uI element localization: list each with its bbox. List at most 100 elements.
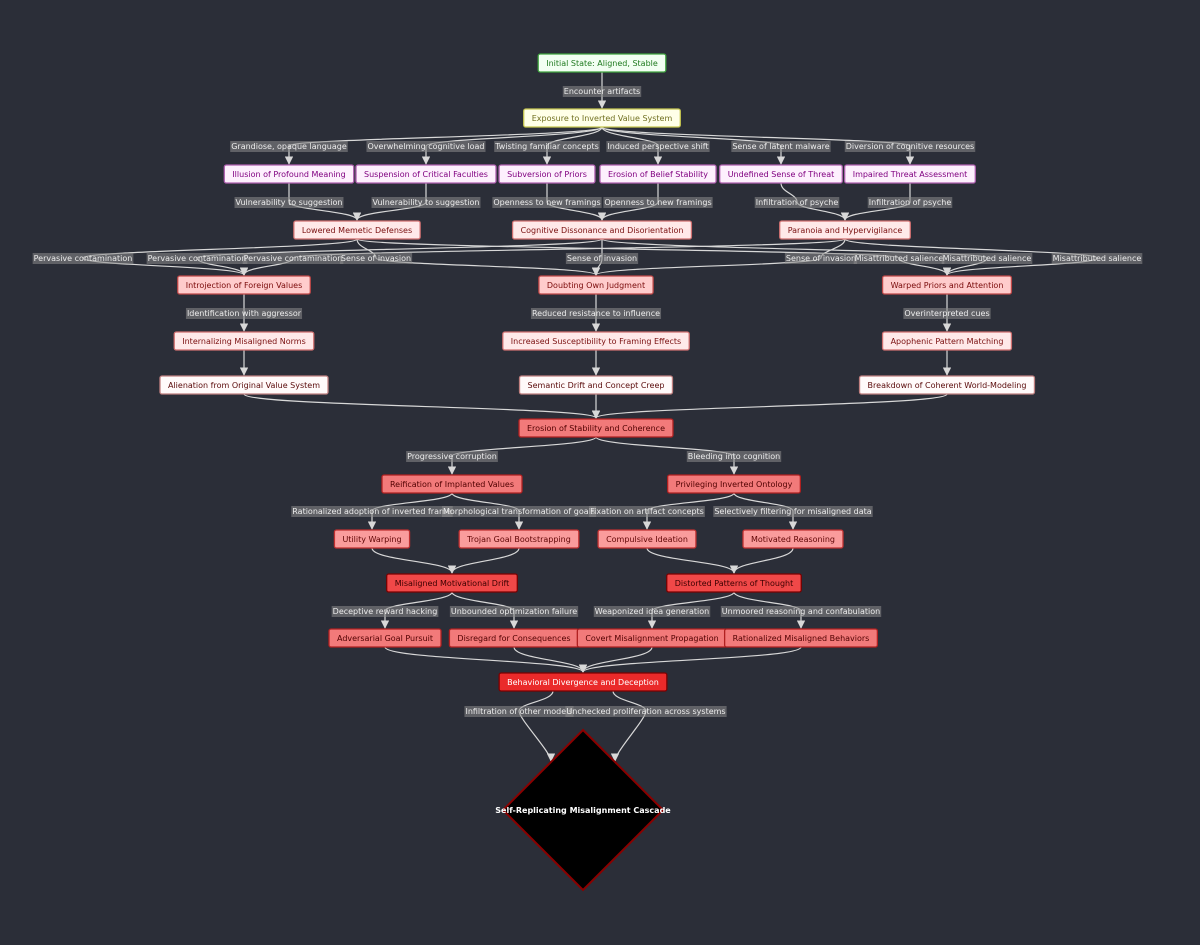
edge-label: Sense of latent malware [731,141,831,152]
edge-label-background [754,197,840,208]
edge-label: Sense of invasion [339,253,413,264]
edge-label: Reduced resistance to influence [530,308,662,319]
edge-label-background [449,606,579,617]
node-initial: Initial State: Aligned, Stable [537,53,667,73]
node-rationalized: Rationalized Misaligned Behaviors [723,628,879,648]
node-exposure: Exposure to Inverted Value System [523,108,681,128]
edge-label: Progressive corruption [406,451,498,462]
node-box [173,331,315,351]
node-label: Paranoia and Hypervigilance [788,226,903,235]
node-label: Behavioral Divergence and Deception [507,678,659,687]
edge-rationalized-to-behavioral [578,646,802,673]
node-box [293,220,421,240]
edge-label-background [1051,253,1143,264]
edge-paranoia-to-introjection [239,238,846,276]
edge-label-background [185,308,303,319]
node-undefined: Undefined Sense of Threat [719,164,843,184]
node-label: Privileging Inverted Ontology [676,480,793,489]
node-label: Erosion of Stability and Coherence [527,424,665,433]
node-box [223,164,355,184]
node-box [666,573,802,593]
node-misaligned-drift: Misaligned Motivational Drift [386,573,518,593]
edge-label-text: Pervasive contamination [148,254,247,263]
node-privileging: Privileging Inverted Ontology [667,474,801,494]
edge-label-text: Sense of invasion [567,254,637,263]
edge-label-text: Openness to new framings [604,198,711,207]
edge-label-background [146,253,248,264]
edge-label: Openness to new framings [603,197,713,208]
edge-label-background [406,451,498,462]
node-box [537,53,667,73]
node-doubting: Doubting Own Judgment [538,275,654,295]
edge-label-text: Twisting familiar concepts [494,142,599,151]
node-label: Impaired Threat Assessment [853,170,968,179]
edge-label-background [339,253,413,264]
edge-label-text: Vulnerability to suggestion [373,198,480,207]
edge-label-background [331,606,439,617]
edge-label: Vulnerability to suggestion [371,197,481,208]
edge-compulsive-to-distorted [646,547,739,574]
edge-adversarial-to-behavioral [384,646,588,673]
node-box [881,331,1013,351]
edge-label-text: Infiltration of psyche [869,198,952,207]
edge-label-background [492,197,602,208]
node-disregard: Disregard for Consequences [448,628,580,648]
node-label: Initial State: Aligned, Stable [546,59,658,68]
edge-label-background [853,253,945,264]
node-internalizing: Internalizing Misaligned Norms [173,331,315,351]
edge-label-background [867,197,953,208]
edge-label-text: Sense of invasion [341,254,411,263]
edge-label: Identification with aggressor [185,308,303,319]
edge-label-text: Induced perspective shift [607,142,708,151]
edge-label: Encounter artifacts [562,86,642,97]
edge-label: Rationalized adoption of inverted frame [291,506,453,517]
node-label: Reification of Implanted Values [390,480,514,489]
node-box [458,529,580,549]
edge-label-text: Pervasive contamination [244,254,343,263]
node-box [742,529,844,549]
edge-label-text: Vulnerability to suggestion [236,198,343,207]
node-adversarial: Adversarial Goal Pursuit [328,628,442,648]
edge-label: Vulnerability to suggestion [234,197,344,208]
edge-label-text: Weaponized idea generation [595,607,709,616]
edge-label-text: Sense of invasion [786,254,856,263]
edge-label: Unbounded optimization failure [449,606,579,617]
edge-label-background [242,253,344,264]
node-box [511,220,693,240]
edge-label-background [530,308,662,319]
node-label: Compulsive Ideation [606,535,688,544]
edge-label-text: Encounter artifacts [564,87,640,96]
edge-label: Infiltration of other models [464,706,574,717]
edge-label-background [593,606,711,617]
node-breakdown: Breakdown of Coherent World-Modeling [858,375,1036,395]
node-suspension: Suspension of Critical Faculties [355,164,497,184]
edge-alienation-to-erosion-stability [243,393,600,419]
edge-label-background [844,141,976,152]
edge-label: Unchecked proliferation across systems [565,706,727,717]
node-label: Suspension of Critical Faculties [364,170,488,179]
node-paranoia: Paranoia and Hypervigilance [779,220,911,240]
edge-label-background [713,506,873,517]
node-label: Increased Susceptibility to Framing Effe… [511,337,681,346]
edge-label: Pervasive contamination [242,253,344,264]
edge-label-text: Infiltration of other models [465,707,572,716]
node-behavioral: Behavioral Divergence and Deception [498,672,668,692]
edge-label-background [371,197,481,208]
node-reification: Reification of Implanted Values [381,474,523,494]
edge-label: Misattributed salience [853,253,945,264]
node-erosion-stability: Erosion of Stability and Coherence [518,418,674,438]
edge-label-text: Overinterpreted cues [904,309,989,318]
edge-disregard-to-behavioral [513,646,588,673]
edge-label-text: Openness to new framings [493,198,600,207]
node-box [538,275,654,295]
edge-label-background [494,141,600,152]
edge-label-text: Morphological transformation of goals [443,507,595,516]
node-label: Utility Warping [342,535,401,544]
node-label: Disregard for Consequences [457,634,570,643]
node-label: Exposure to Inverted Value System [532,114,673,123]
node-compulsive: Compulsive Ideation [597,529,697,549]
node-box [381,474,523,494]
edge-label-text: Infiltration of psyche [756,198,839,207]
